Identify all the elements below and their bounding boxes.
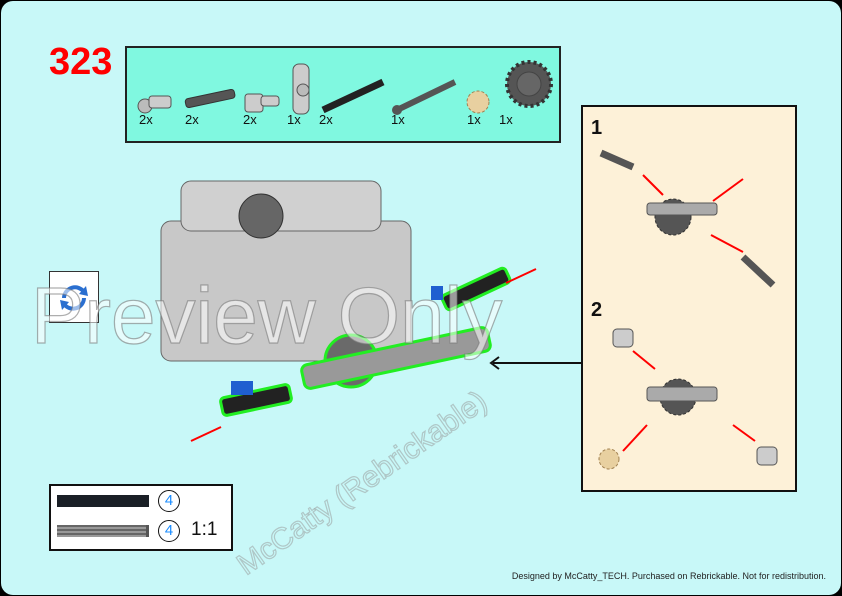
part-image: [137, 95, 172, 114]
part-image: [292, 63, 310, 115]
rotate-icon: [60, 285, 88, 311]
arrow-left-icon: [489, 356, 581, 370]
axle-stop-image: [57, 525, 149, 537]
part-qty: 1x: [467, 112, 481, 127]
submodel-callout: 1 2: [581, 105, 797, 492]
part-qty: 1x: [391, 112, 405, 127]
part-qty: 2x: [185, 112, 199, 127]
rotate-model-indicator: [49, 271, 99, 323]
part-image: [321, 78, 385, 114]
part-qty: 1x: [287, 112, 301, 127]
substep-number: 1: [591, 117, 603, 139]
axle-length-badge: 4: [158, 520, 180, 542]
parts-list: 2x 2x 2x 1x 2x 1x 1x 1x: [125, 46, 561, 143]
part-qty: 2x: [319, 112, 333, 127]
axle-length-badge: 4: [158, 490, 180, 512]
axle-length-guide: 4 4 1:1: [49, 484, 233, 551]
part-image: [244, 93, 280, 113]
substep-number: 2: [591, 299, 603, 321]
credit-text: Designed by McCatty_TECH. Purchased on R…: [511, 571, 826, 581]
part-image: [392, 79, 457, 115]
step-number: 323: [49, 41, 113, 83]
arrow: [505, 268, 537, 284]
part-image: [184, 88, 236, 109]
submodel-illustration: [598, 149, 778, 470]
scale-ratio: 1:1: [191, 519, 218, 540]
part-image: [505, 60, 553, 108]
axle-black-image: [57, 495, 149, 507]
part-qty: 1x: [499, 112, 513, 127]
part-qty: 2x: [243, 112, 257, 127]
part-image: [466, 90, 490, 114]
arrow: [190, 426, 222, 442]
main-model-illustration: [160, 180, 537, 442]
part-qty: 2x: [139, 112, 153, 127]
